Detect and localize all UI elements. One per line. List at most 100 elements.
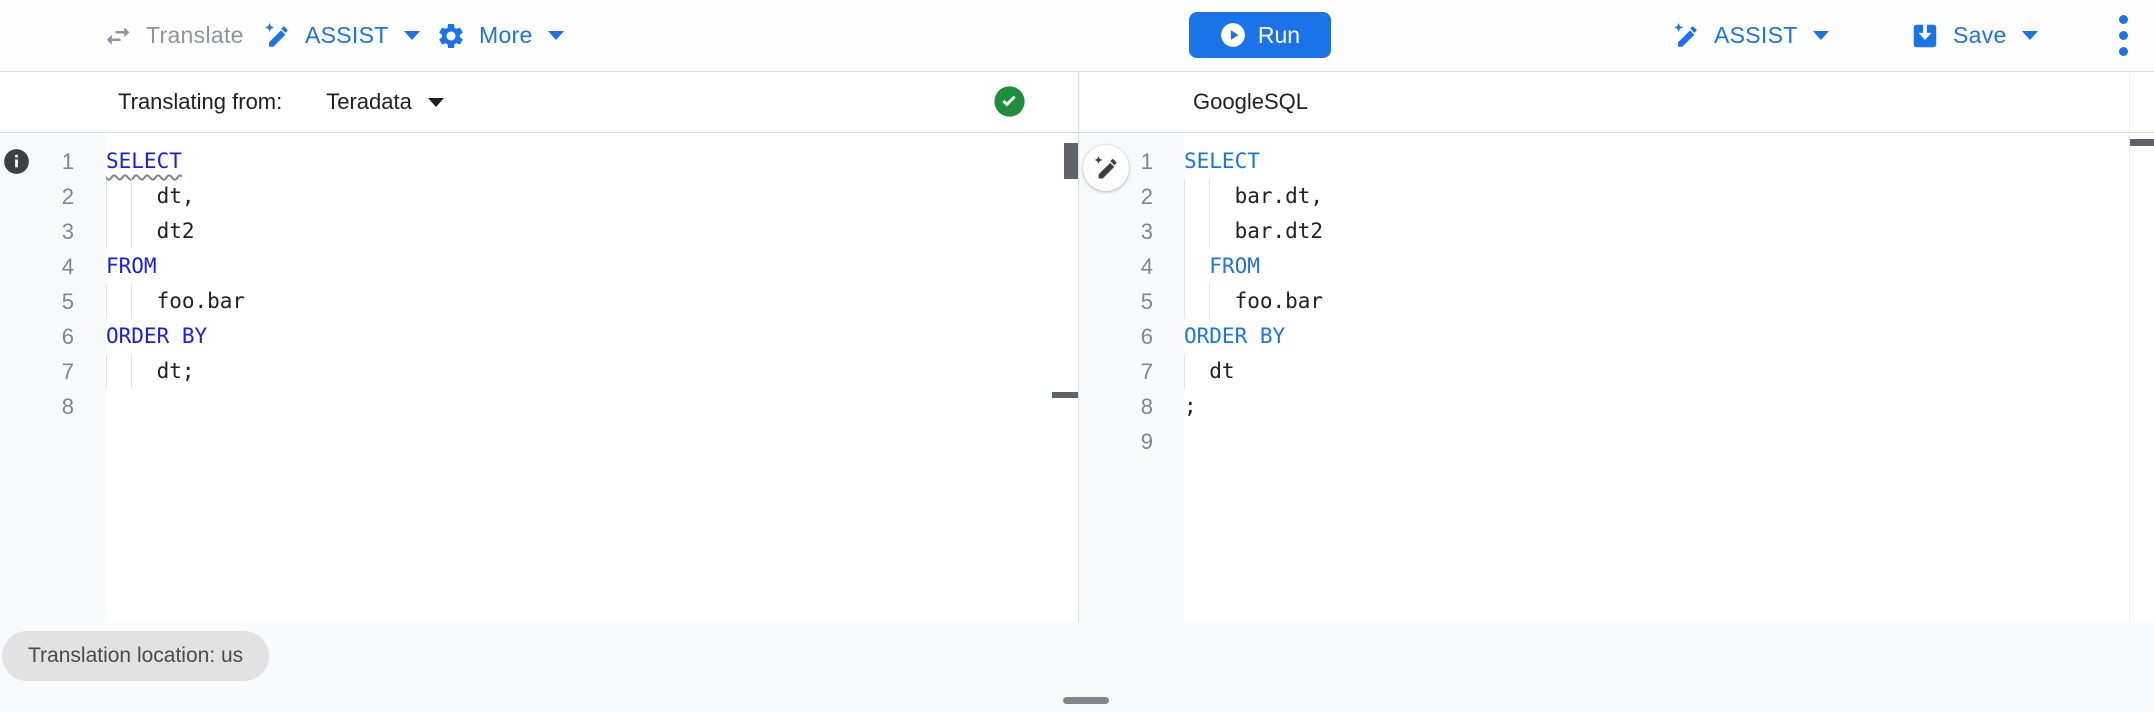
- translate-label: Translate: [146, 22, 244, 48]
- target-scrollbar-track: [2129, 73, 2130, 623]
- more-label: More: [479, 22, 533, 48]
- indent-guide: [1184, 214, 1185, 249]
- indent-guide: [1209, 214, 1211, 249]
- line-number: 1: [1140, 149, 1153, 174]
- kebab-menu-icon[interactable]: [2103, 0, 2143, 71]
- indent-guide: [131, 179, 133, 214]
- indent-guide: [1209, 284, 1211, 319]
- line-number: 5: [61, 289, 74, 314]
- save-label: Save: [1953, 22, 2007, 48]
- code-line: bar.dt,: [1184, 179, 2154, 214]
- target-editor-gutter: [1079, 133, 1184, 623]
- code-line: dt2: [106, 214, 1078, 249]
- code-line: ORDER BY: [1184, 319, 2154, 354]
- indent-guide: [106, 179, 107, 214]
- sql-keyword: ORDER BY: [106, 324, 208, 348]
- line-number: 2: [61, 184, 74, 209]
- sql-keyword: SELECT: [106, 149, 182, 173]
- indent-guide: [1184, 284, 1185, 319]
- source-scrollbar-thumb[interactable]: [1064, 143, 1078, 179]
- chevron-down-icon: [427, 97, 444, 107]
- source-pane-header: Translating from: Teradata: [0, 72, 1078, 133]
- line-number: 4: [1140, 254, 1153, 279]
- code-line: FROM: [106, 249, 1078, 284]
- run-label: Run: [1257, 21, 1301, 48]
- translating-from-label: Translating from:: [118, 89, 283, 114]
- chevron-down-icon: [1812, 31, 1829, 40]
- target-code-editor[interactable]: 1 2 3 4 5 6 7 8 9 SELECT bar.dt, bar.dt2 FROM fo…: [1079, 133, 2154, 623]
- bottom-resize-handle[interactable]: [1063, 697, 1109, 704]
- line-number: 4: [61, 254, 74, 279]
- target-pane-header: GoogleSQL: [1079, 72, 2154, 133]
- line-number: 3: [1140, 219, 1153, 244]
- assist-menu-right[interactable]: ASSIST: [1671, 0, 1829, 71]
- line-number: 6: [1140, 324, 1153, 349]
- code-line: foo.bar: [1184, 284, 2154, 319]
- indent-guide: [106, 214, 107, 249]
- code-line: foo.bar: [106, 284, 1078, 319]
- translation-location-text: Translation location: us: [28, 644, 244, 667]
- line-number: 7: [61, 359, 74, 384]
- code-line: SELECT: [1184, 144, 2154, 179]
- code-line: ;: [1184, 394, 1197, 418]
- code-line: dt: [1184, 354, 2154, 389]
- line-number: 8: [61, 394, 74, 419]
- sql-keyword: SELECT: [1184, 149, 1260, 173]
- source-dialect-value: Teradata: [326, 89, 412, 114]
- chevron-down-icon: [2021, 31, 2038, 40]
- line-number: 7: [1140, 359, 1153, 384]
- assist-label: ASSIST: [305, 22, 389, 48]
- source-dialect-select[interactable]: Teradata: [326, 89, 444, 115]
- chevron-down-icon: [547, 31, 564, 40]
- indent-guide: [106, 354, 107, 389]
- translate-button[interactable]: Translate: [103, 0, 244, 71]
- info-icon[interactable]: [3, 148, 30, 175]
- indent-guide: [131, 354, 133, 389]
- sql-keyword: ORDER BY: [1184, 324, 1286, 348]
- run-button[interactable]: Run: [1189, 12, 1331, 58]
- save-icon: [1910, 21, 1940, 51]
- target-line-numbers: 1 2 3 4 5 6 7 8 9: [1079, 144, 1153, 459]
- target-dialect-label: GoogleSQL: [1193, 89, 1308, 114]
- indent-guide: [131, 214, 133, 249]
- line-number: 9: [1140, 429, 1153, 454]
- assist-menu-left[interactable]: ASSIST: [262, 0, 420, 71]
- indent-guide: [131, 284, 133, 319]
- indent-guide: [1184, 354, 1185, 389]
- indent-guide: [1209, 179, 1211, 214]
- gear-icon: [436, 21, 466, 51]
- assist-edit-fab[interactable]: [1083, 145, 1129, 191]
- source-editor-gutter: [0, 133, 105, 623]
- save-menu[interactable]: Save: [1910, 0, 2038, 71]
- swap-arrows-icon: [103, 21, 133, 51]
- pane-divider[interactable]: [1078, 72, 1079, 623]
- code-line: dt,: [106, 179, 1078, 214]
- more-menu[interactable]: More: [436, 0, 564, 71]
- line-number: 5: [1140, 289, 1153, 314]
- chevron-down-icon: [403, 31, 420, 40]
- code-line: dt;: [106, 354, 1078, 389]
- code-line: SELECT: [106, 144, 1078, 179]
- line-number: 1: [61, 149, 74, 174]
- sql-keyword: FROM: [1209, 254, 1260, 278]
- magic-pen-icon: [1671, 21, 1701, 51]
- pane-divider-handle[interactable]: [1052, 392, 1078, 398]
- indent-guide: [106, 284, 107, 319]
- footer-bar: Translation location: us: [0, 623, 2154, 712]
- code-line: [106, 389, 1078, 424]
- line-number: 8: [1140, 394, 1153, 419]
- magic-pen-icon: [262, 21, 292, 51]
- target-scrollbar-thumb[interactable]: [2130, 139, 2154, 146]
- assist-right-label: ASSIST: [1714, 22, 1798, 48]
- indent-guide: [1184, 249, 1185, 284]
- line-number: 2: [1140, 184, 1153, 209]
- indent-guide: [1184, 179, 1185, 214]
- code-line: FROM: [1184, 249, 2154, 284]
- top-toolbar: Translate ASSIST More Run AS: [0, 0, 2154, 72]
- sql-keyword: FROM: [106, 254, 157, 278]
- translation-location-chip: Translation location: us: [2, 631, 270, 681]
